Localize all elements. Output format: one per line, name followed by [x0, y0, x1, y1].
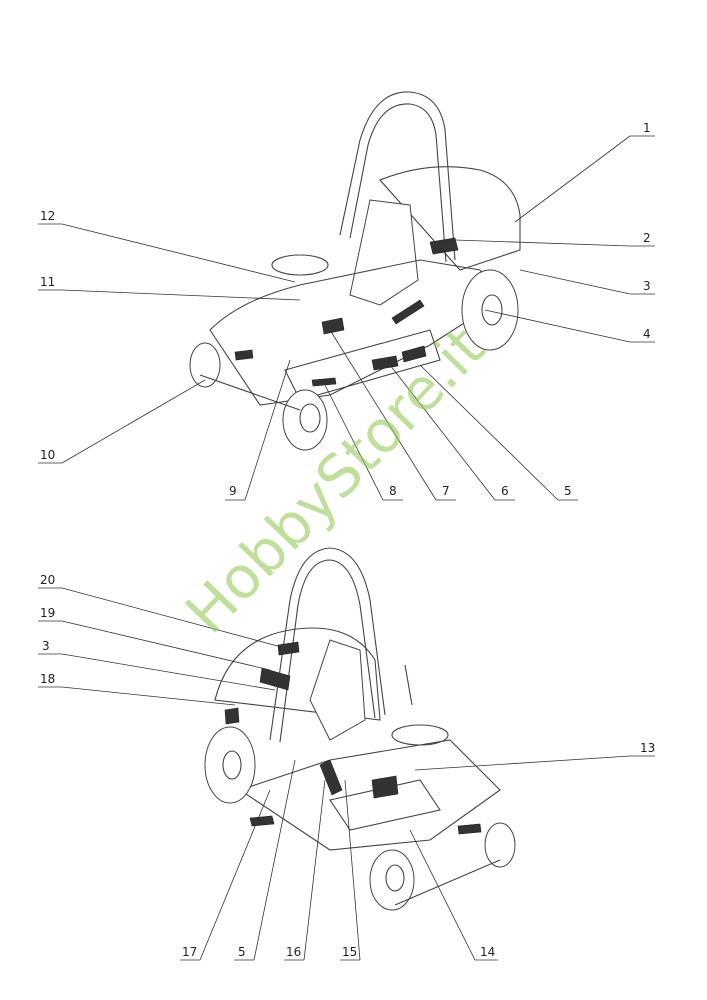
bottom-callouts: 13 14 15 16 5 17 18 3 19 20 [38, 573, 655, 961]
callout-10: 10 [40, 448, 55, 462]
callout-18: 18 [40, 672, 55, 686]
callout-12: 12 [40, 209, 55, 223]
callout-16: 16 [286, 945, 301, 959]
callout-8: 8 [389, 484, 397, 498]
callout-5-bottom: 5 [238, 945, 246, 959]
callout-7: 7 [442, 484, 450, 498]
callout-3-bottom: 3 [42, 639, 50, 653]
callout-2: 2 [643, 231, 651, 245]
callout-17: 17 [182, 945, 197, 959]
bottom-mower-drawing [204, 547, 516, 911]
callout-13: 13 [640, 741, 655, 755]
callout-15: 15 [342, 945, 357, 959]
top-mower-drawing [189, 91, 521, 451]
callout-19: 19 [40, 606, 55, 620]
callout-14: 14 [480, 945, 495, 959]
callout-6: 6 [501, 484, 509, 498]
callout-20: 20 [40, 573, 55, 587]
callout-5: 5 [564, 484, 572, 498]
callout-1: 1 [643, 121, 651, 135]
callout-9: 9 [229, 484, 237, 498]
callout-4: 4 [643, 327, 651, 341]
top-callouts: 1 2 3 4 5 6 7 8 9 10 11 12 [38, 121, 655, 501]
callout-3: 3 [643, 279, 651, 293]
callout-11: 11 [40, 275, 55, 289]
